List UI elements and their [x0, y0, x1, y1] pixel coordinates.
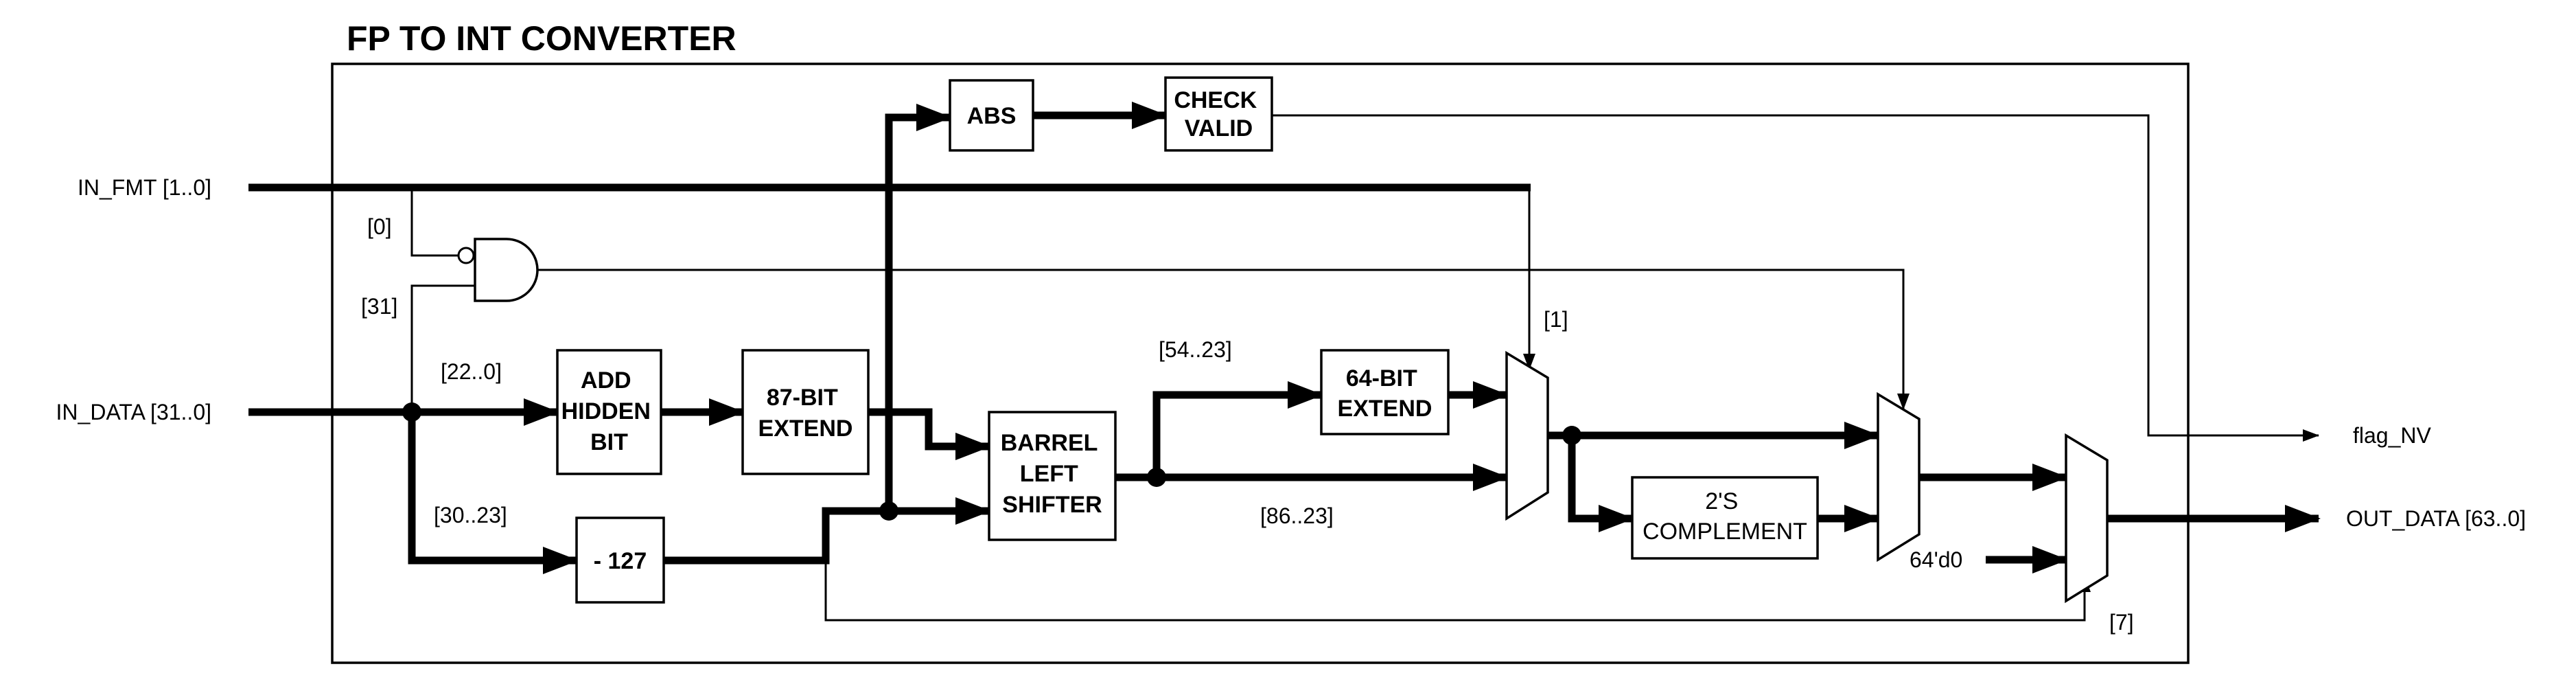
extend-64-label: 64-BIT EXTEND — [1338, 365, 1432, 422]
data-bit31-label: [31] — [361, 294, 397, 319]
in-data-port-label: IN_DATA [31..0] — [56, 400, 211, 424]
thin-wires — [410, 114, 2319, 622]
flag-nv-port-label: flag_NV — [2353, 423, 2432, 448]
mantissa-label: [22..0] — [441, 359, 502, 384]
in-fmt-port-label: IN_FMT [1..0] — [78, 175, 211, 200]
mux-shift-select — [1505, 350, 1549, 521]
gate-body — [474, 238, 539, 302]
minus-127-label: - 127 — [594, 548, 647, 574]
fmt-bit1-label: [1] — [1544, 307, 1568, 332]
fmt-bit0-label: [0] — [367, 214, 392, 239]
abs-label: ABS — [967, 103, 1017, 129]
abs-block — [949, 79, 1034, 152]
extend-87-label: 87-BIT EXTEND — [758, 385, 853, 442]
and-gate — [457, 238, 539, 302]
zero-const-label: 64'd0 — [1910, 547, 1962, 572]
barrel-left-shifter-block — [988, 411, 1117, 541]
shift-slice-upper-label: [54..23] — [1159, 337, 1232, 362]
add-hidden-bit-block — [556, 349, 662, 475]
converter-frame — [331, 62, 2190, 664]
junction-dots — [402, 402, 1581, 521]
barrel-left-shifter-label: BARREL LEFT SHIFTER — [1001, 430, 1104, 518]
twos-complement-block — [1631, 476, 1819, 560]
inverter-bubble — [457, 247, 475, 264]
out-data-port-label: OUT_DATA [63..0] — [2346, 506, 2526, 531]
exponent-label: [30..23] — [434, 503, 507, 527]
add-hidden-bit-label: ADD HIDDEN BIT — [561, 367, 658, 455]
check-valid-label: CHECK VALID — [1174, 87, 1263, 141]
diagram-title: FP TO INT CONVERTER — [347, 19, 736, 58]
shift-slice-lower-label: [86..23] — [1260, 503, 1334, 528]
extend-64-block — [1320, 349, 1450, 435]
minus-127-block — [575, 516, 665, 604]
check-valid-block — [1164, 76, 1273, 152]
mux-complement-select — [1877, 391, 1921, 562]
extend-87-block — [741, 349, 870, 475]
bus-wires — [248, 102, 2321, 574]
exp-bit7-label: [7] — [2109, 610, 2134, 635]
twos-complement-label: 2'S COMPLEMENT — [1643, 488, 1807, 545]
mux-output-select — [2065, 433, 2109, 604]
